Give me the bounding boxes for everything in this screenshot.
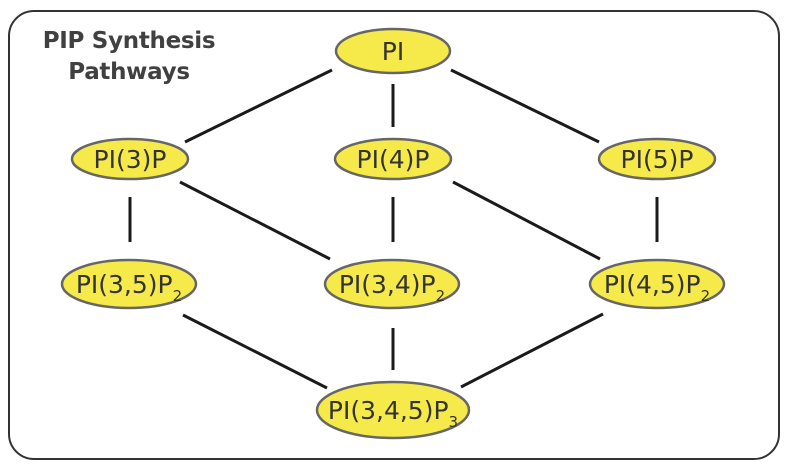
node-label: PI(3,4)P2 (339, 270, 445, 305)
node-ellipse (597, 137, 717, 181)
pathway-edges (128, 68, 659, 390)
node-label: PI(3,5)P2 (76, 270, 182, 305)
diagram-frame (8, 10, 780, 460)
node-pi34p2: PI(3,4)P2 (323, 258, 461, 310)
edge-pi4p-pi45p2 (452, 180, 601, 261)
node-ellipse (315, 380, 471, 440)
node-label: PI(3)P (94, 145, 167, 174)
node-pi: PI (334, 27, 452, 75)
node-ellipse (60, 258, 198, 310)
edge-pi3p-pi34p2 (179, 180, 331, 261)
node-label: PI(5)P (621, 145, 694, 174)
node-label-base: PI(3,5)P (76, 270, 173, 299)
node-label-base: PI(3,4)P (339, 270, 436, 299)
node-label-subscript: 2 (436, 287, 446, 305)
node-label: PI (382, 37, 404, 66)
node-pi3p: PI(3)P (70, 137, 190, 181)
title-line-2: Pathways (68, 59, 190, 85)
node-label: PI(4,5)P2 (604, 270, 710, 305)
node-label-subscript: 2 (701, 287, 711, 305)
node-ellipse (70, 137, 190, 181)
node-label-base: PI(4)P (357, 145, 430, 174)
node-pi5p: PI(5)P (597, 137, 717, 181)
node-ellipse (334, 27, 452, 75)
node-pi4p: PI(4)P (333, 137, 453, 181)
node-pi35p2: PI(3,5)P2 (60, 258, 198, 310)
edge-pi35p2-pi345p3 (182, 313, 328, 390)
edge-pi-pi3p (184, 68, 333, 144)
node-ellipse (333, 137, 453, 181)
node-label: PI(3,4,5)P3 (328, 396, 458, 431)
edge-pi-pi5p (450, 68, 600, 144)
node-label: PI(4)P (357, 145, 430, 174)
node-label-subscript: 2 (173, 287, 183, 305)
node-label-base: PI(3)P (94, 145, 167, 174)
node-label-base: PI(4,5)P (604, 270, 701, 299)
diagram-title: PIP Synthesis Pathways (34, 26, 224, 88)
node-pi345p3: PI(3,4,5)P3 (315, 380, 471, 440)
node-label-subscript: 3 (449, 413, 459, 431)
title-line-1: PIP Synthesis (42, 28, 216, 54)
node-ellipse (588, 258, 726, 310)
node-ellipse (323, 258, 461, 310)
node-pi45p2: PI(4,5)P2 (588, 258, 726, 310)
node-label-base: PI (382, 37, 404, 66)
node-label-base: PI(3,4,5)P (328, 396, 449, 425)
edge-pi45p2-pi345p3 (460, 312, 604, 389)
node-label-base: PI(5)P (621, 145, 694, 174)
